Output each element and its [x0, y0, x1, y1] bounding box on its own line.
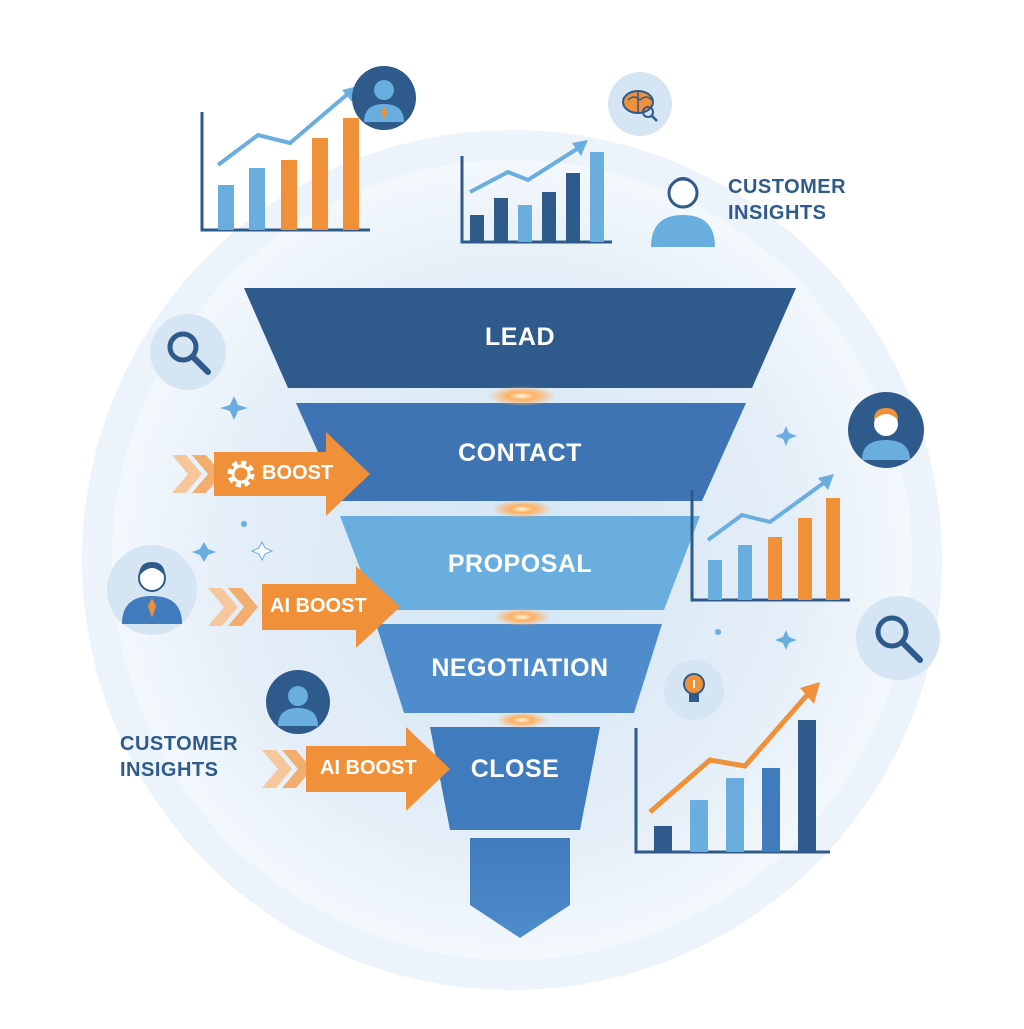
stage-lead-band — [244, 288, 796, 388]
boost-label-bottom: AI BOOST — [320, 757, 417, 779]
stage-negotiation-band — [376, 624, 662, 713]
stage-glow — [492, 500, 552, 518]
boost-arrow-top — [172, 432, 370, 516]
magnifier-icon — [856, 596, 940, 680]
stage-label-negotiation: NEGOTIATION — [431, 654, 609, 682]
person-icon-insights-right — [651, 177, 715, 247]
boost-label-top: BOOST — [262, 462, 334, 484]
magnifier-icon — [150, 314, 226, 390]
stage-glow — [494, 608, 550, 626]
boost-arrow-bottom — [262, 727, 450, 811]
boost-arrow-middle — [208, 566, 400, 648]
boost-label-middle: AI BOOST — [270, 595, 367, 617]
stage-label-contact: CONTACT — [458, 439, 582, 467]
insights-line-1: CUSTOMER — [728, 176, 847, 198]
stage-label-lead: LEAD — [484, 323, 556, 351]
customer-insights-label-left: CUSTOMER INSIGHTS — [120, 731, 280, 783]
bar-chart-icon-top-left — [200, 86, 370, 232]
stage-label-proposal: PROPOSAL — [447, 550, 593, 578]
insights-line-2: INSIGHTS — [728, 202, 827, 224]
gear-icon — [227, 460, 255, 488]
bar-chart-icon-top-center — [460, 140, 612, 244]
stage-glow — [496, 712, 548, 728]
lightbulb-icon — [664, 660, 724, 720]
brain-icon — [608, 72, 672, 136]
person-icon-left — [107, 545, 197, 635]
person-icon-top — [352, 66, 416, 130]
customer-insights-label-right: CUSTOMER INSIGHTS — [728, 174, 888, 226]
person-icon-right — [848, 392, 924, 468]
stage-label-close: CLOSE — [470, 755, 560, 783]
insights-line-1: CUSTOMER — [120, 733, 239, 755]
stage-proposal-band — [340, 516, 700, 610]
stage-glow — [488, 386, 556, 406]
bar-chart-icon-bottom-right — [634, 682, 830, 854]
bar-chart-icon-right-middle — [690, 474, 850, 602]
stage-contact-band — [296, 403, 746, 501]
sparkle-icon — [192, 396, 797, 650]
person-icon-bottom-left — [266, 670, 330, 734]
funnel-stem — [470, 838, 570, 938]
insights-line-2: INSIGHTS — [120, 759, 219, 781]
stage-close-band — [430, 727, 600, 830]
